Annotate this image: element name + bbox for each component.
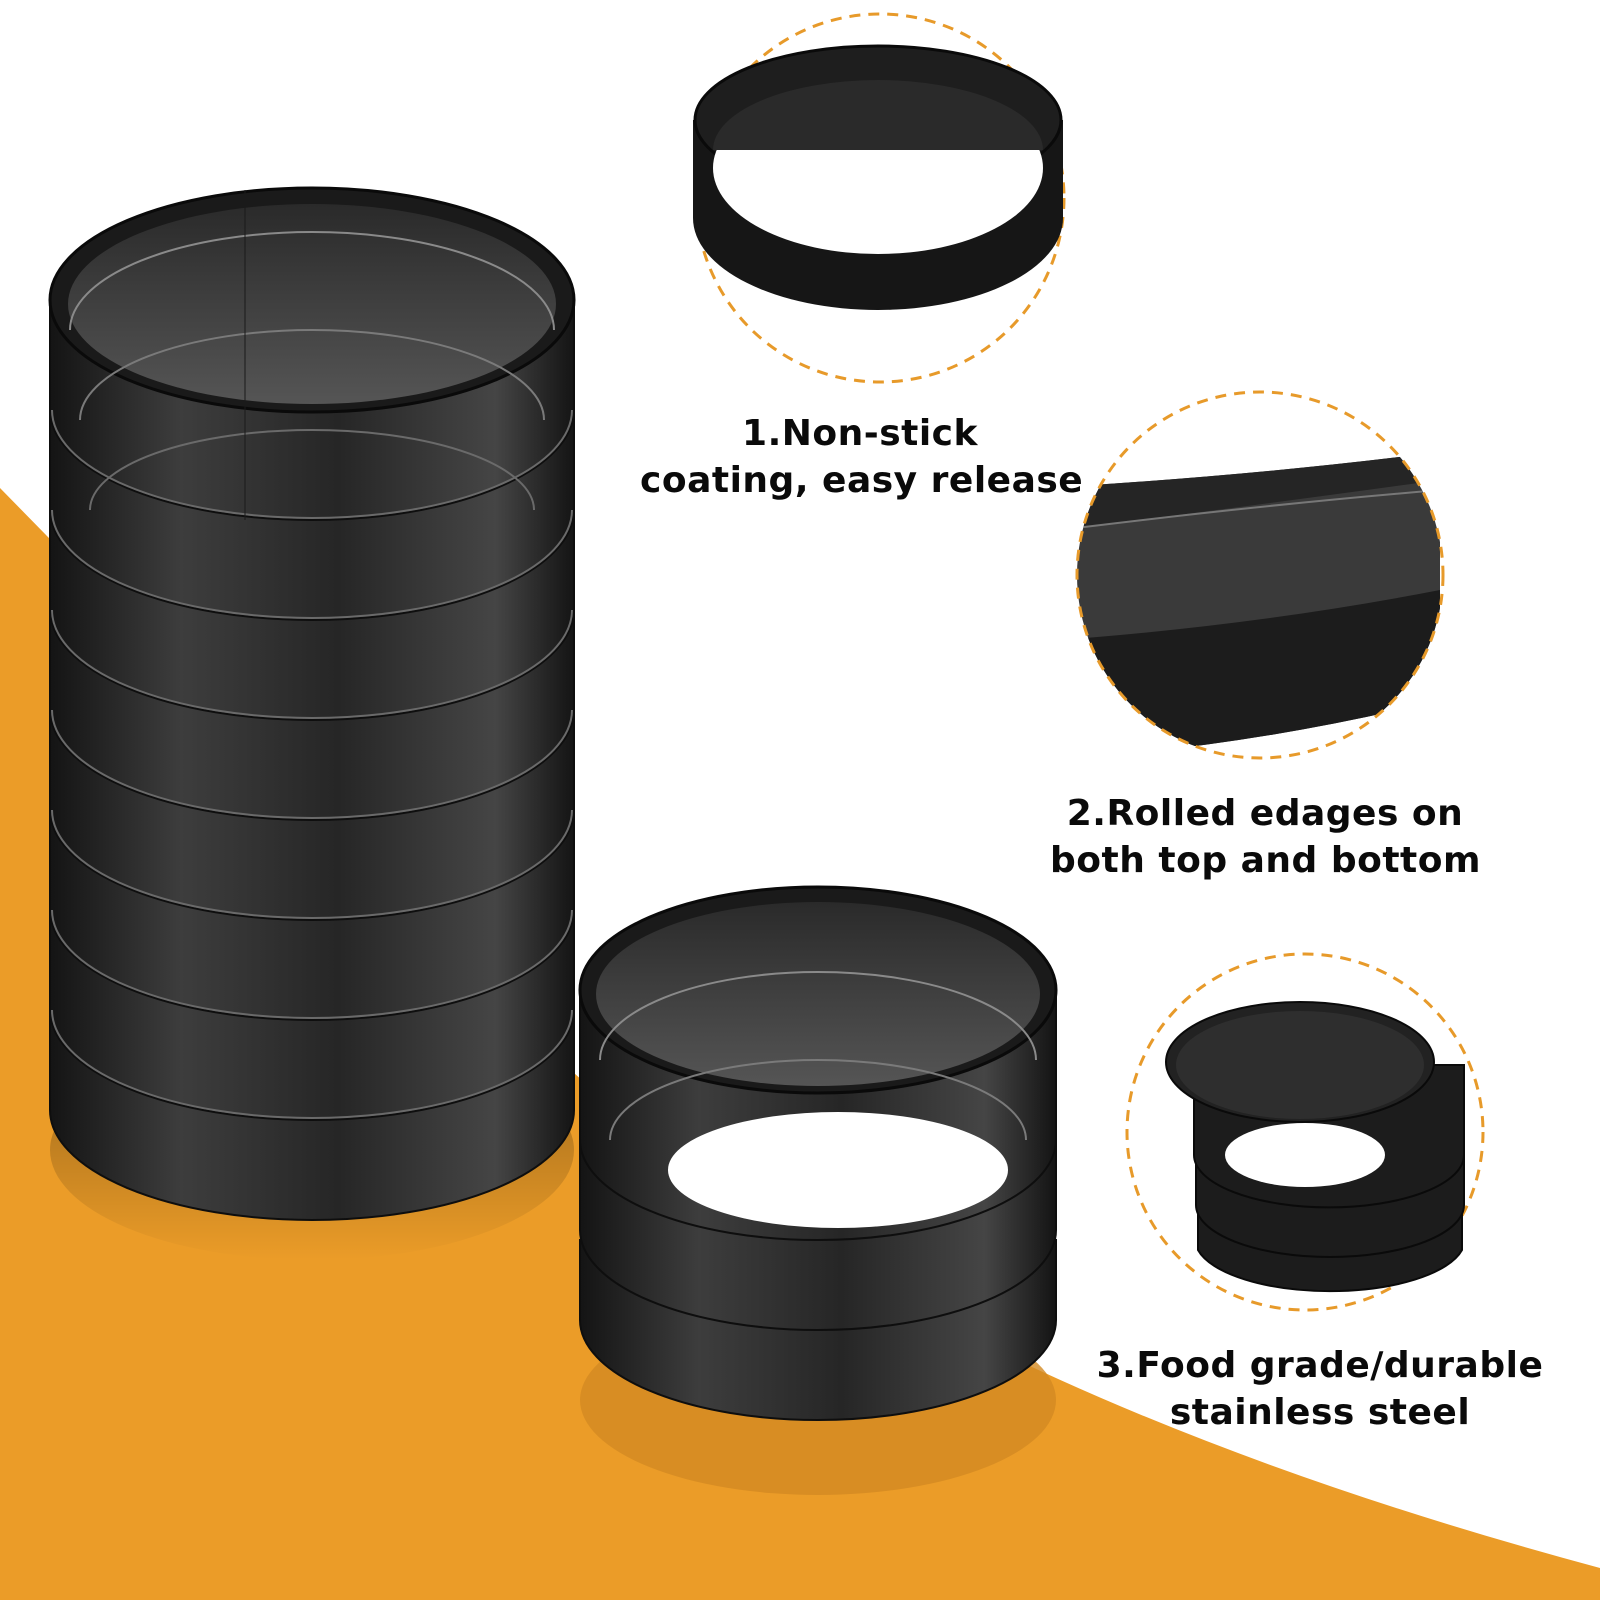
feature-label-food-grade: 3.Food grade/durable stainless steel: [1090, 1342, 1550, 1436]
feature-2-line-2: both top and bottom: [1050, 840, 1482, 881]
feature-label-nonstick: 1.Non-stick coating, easy release: [640, 410, 1084, 504]
feature-2-line-1: 2.Rolled edages on: [1066, 793, 1464, 834]
feature-1-line-2: coating, easy release: [640, 460, 1084, 501]
feature-label-rolled-edges: 2.Rolled edages on both top and bottom: [1050, 790, 1482, 884]
feature-1-line-1: 1.Non-stick: [742, 413, 978, 454]
orange-background-shape: [0, 488, 1600, 1600]
feature-3-line-1: 3.Food grade/durable: [1096, 1345, 1544, 1386]
middle-ring-stack: [578, 885, 1058, 1495]
detail-circle-2: [1075, 390, 1445, 760]
detail-circle-1: [693, 12, 1066, 384]
left-ring-stack: [48, 186, 576, 1260]
detail-circle-3: [1125, 952, 1485, 1312]
feature-3-line-2: stainless steel: [1169, 1392, 1471, 1433]
